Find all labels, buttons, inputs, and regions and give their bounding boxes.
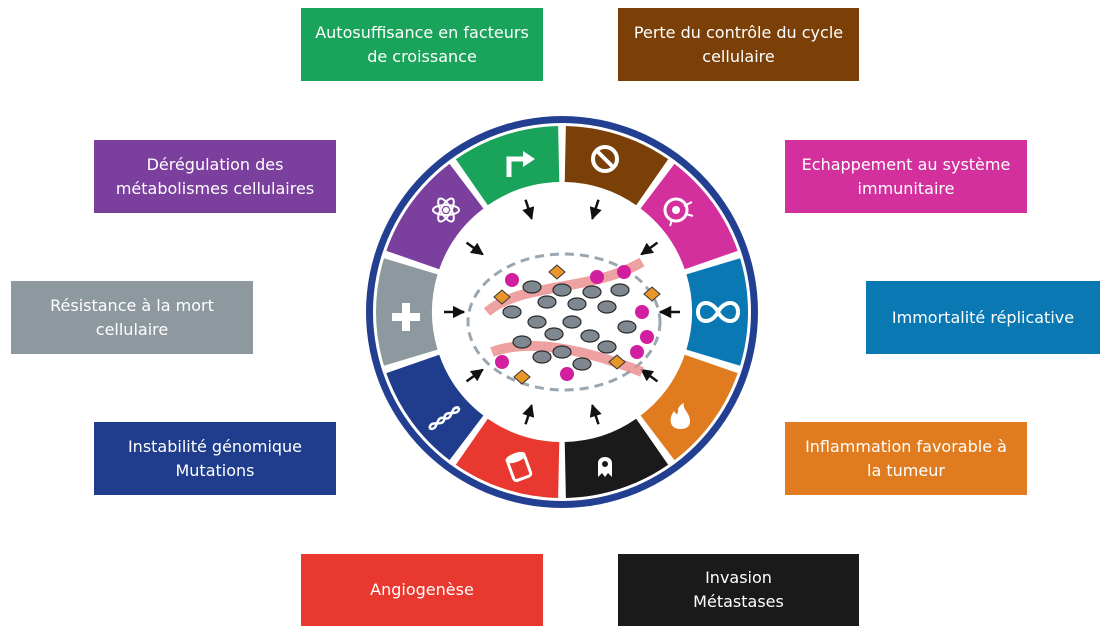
tumour-cell [597,300,617,314]
inward-arrow [589,404,602,425]
label-growth: Autosuffisance en facteurs de croissance [301,8,543,81]
atom-icon [432,197,460,223]
label-death: Résistance à la mort cellulaire [11,281,253,354]
label-genomic-text: Instabilité génomique Mutations [127,436,303,480]
segments [376,126,748,498]
tumour-cell [567,297,587,311]
tumour-cell [562,315,582,329]
label-metabolism-text: Dérégulation des métabolismes cellulaire… [115,154,315,198]
fibroblast-cell [643,286,661,302]
segment-immune [640,163,738,270]
tumour-cell [552,283,572,297]
bent-arrow-icon [506,151,535,177]
tumour-cell [572,357,592,371]
tumour-cell [582,285,602,299]
label-growth-text: Autosuffisance en facteurs de croissance [315,22,529,66]
inward-arrow [465,368,484,383]
label-metabolism: Dérégulation des métabolismes cellulaire… [94,140,336,213]
segment-invasion [564,418,669,498]
label-inflammation: Inflammation favorable à la tumeur [785,422,1027,495]
label-cycle: Perte du contrôle du cycle cellulaire [618,8,859,81]
immune-cell [640,330,654,344]
tumour-cells [493,264,661,385]
infinity-icon [695,301,741,323]
label-invasion-text: Invasion Métastases [693,568,784,611]
label-immune-text: Echappement au système immunitaire [801,154,1011,198]
dna-icon [428,406,461,431]
immune-cell [560,367,574,381]
tumour-cell [522,280,542,294]
flame-icon [670,403,690,429]
label-invasion: Invasion Métastases [618,554,859,626]
vessel-icon [505,451,533,483]
ghost-cell-icon [598,457,612,477]
tumour-cell [597,340,617,354]
inward-arrow [522,404,535,425]
inward-arrow [640,368,659,383]
tumour-cell [537,295,557,309]
inward-arrows [444,199,680,425]
label-inflammation-text: Inflammation favorable à la tumeur [805,436,1007,480]
label-immortality: Immortalité réplicative [866,281,1100,354]
fibroblast-cell [493,289,511,305]
tumour-cell [552,345,572,359]
immune-cell [635,305,649,319]
fibroblast-cell [548,264,566,280]
tumour-cell [532,350,552,364]
immune-cell [590,270,604,284]
inward-arrow [465,241,484,256]
tumour-cell [527,315,547,329]
immune-cell-icon [663,197,694,227]
immune-cell [630,345,644,359]
tumour-cell [610,283,630,297]
inward-arrow [640,241,659,256]
fibroblast-cell [608,354,626,370]
prohibition-icon [591,145,619,173]
tumour-cell [617,320,637,334]
inner-disk [434,184,690,440]
tumour-cell [544,327,564,341]
segment-icons [392,145,741,483]
tumour-cell [512,335,532,349]
cross-icon [392,303,420,331]
immune-cell [495,355,509,369]
inward-arrow [589,199,602,220]
immune-cell [505,273,519,287]
label-immortality-text: Immortalité réplicative [891,307,1075,327]
label-death-text: Résistance à la mort cellulaire [50,295,214,339]
label-angiogenesis-text: Angiogenèse [370,580,474,599]
segment-inflammation [640,354,738,461]
fibroblast-cell [513,369,531,385]
segment-metabolism [386,163,484,270]
label-cycle-text: Perte du contrôle du cycle cellulaire [633,22,844,66]
label-angiogenesis: Angiogenèse [301,554,543,626]
tumour-cell [580,329,600,343]
immune-cell [617,265,631,279]
label-immune: Echappement au système immunitaire [785,140,1027,213]
tumour-illustration [466,252,662,392]
inward-arrow [522,199,535,220]
label-genomic: Instabilité génomique Mutations [94,422,336,495]
hallmarks-wheel [366,116,758,508]
tumour-cell [502,305,522,319]
segment-genomic [386,354,484,461]
